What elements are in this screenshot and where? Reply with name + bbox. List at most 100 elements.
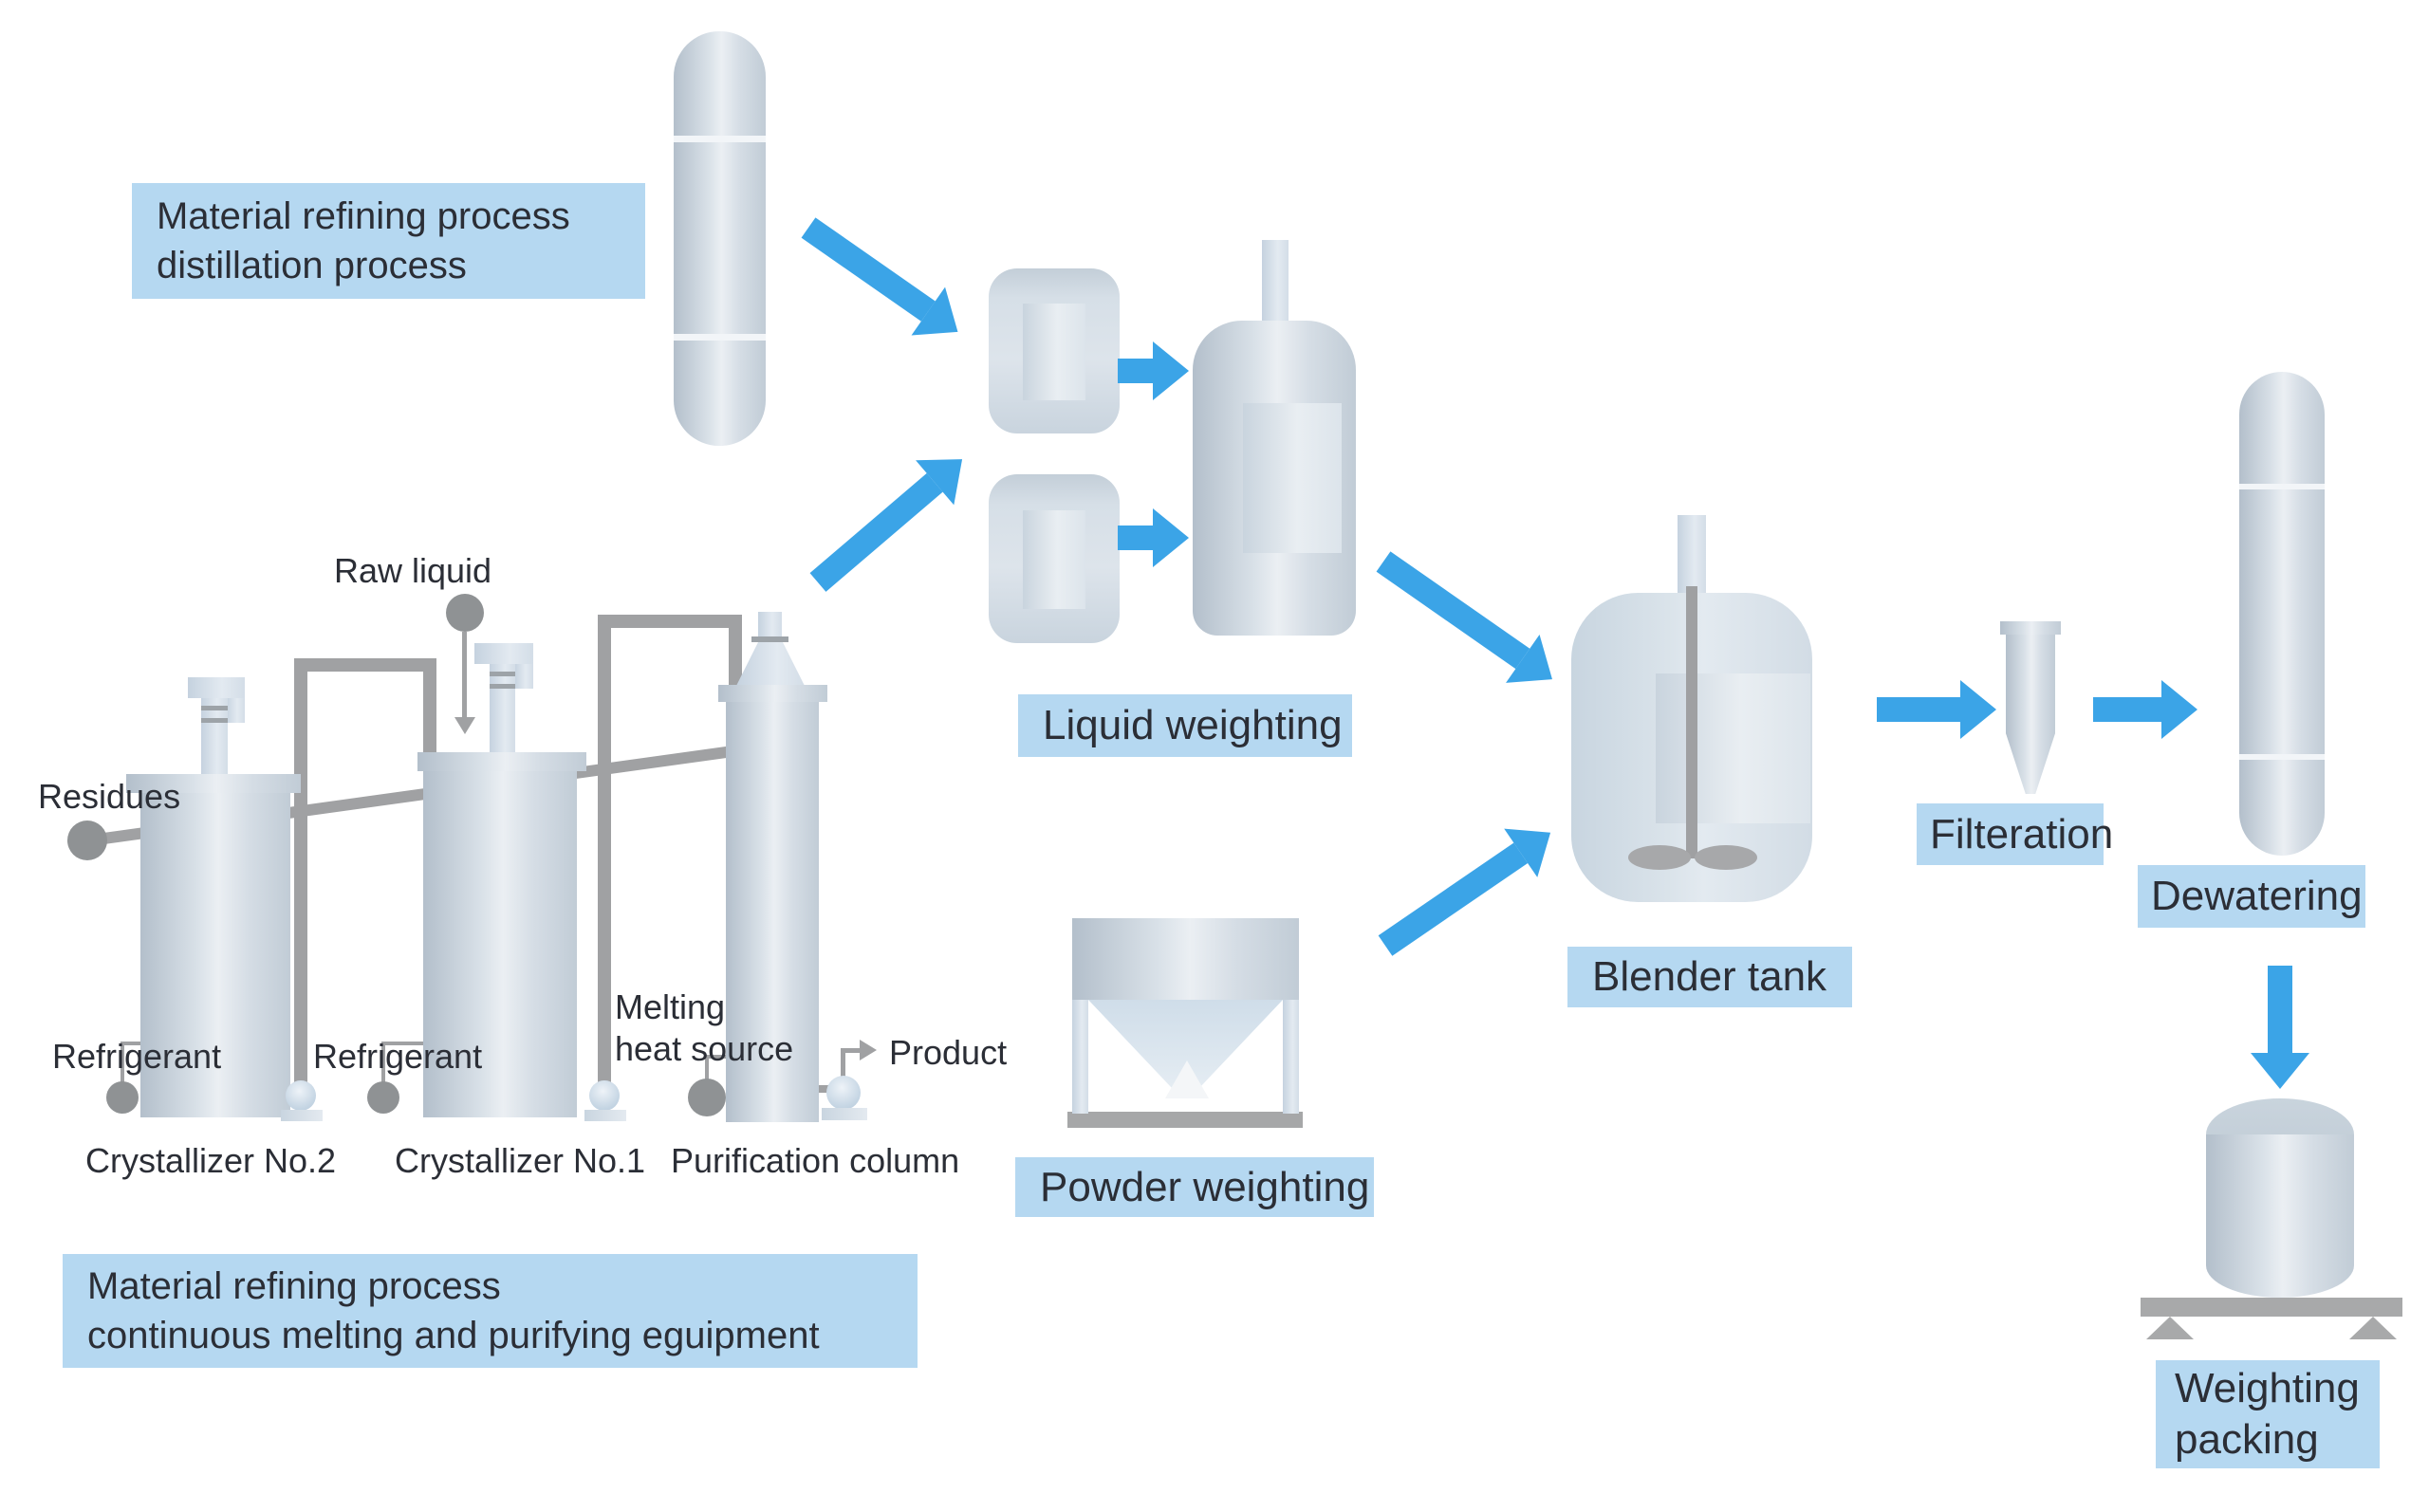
distillation-column-stripe [674, 334, 766, 341]
product-arrowhead-icon [860, 1040, 877, 1060]
liquid-weighting-cylinder-1-band [1023, 304, 1085, 400]
dewatering-column-stripe [2239, 484, 2325, 489]
blender-agitator-shaft [1686, 586, 1697, 858]
flow-arrow-powder-to-blender [1378, 842, 1529, 956]
distillation-title-line1: Material refining process [157, 195, 570, 237]
weighting-packing-box: Weighting packing [2156, 1360, 2380, 1468]
product-line-v [841, 1048, 845, 1079]
purification-column-body [726, 702, 819, 1122]
blender-tank-box: Blender tank [1567, 947, 1852, 1007]
flow-arrow-blender-to-filtration [1877, 697, 1960, 722]
flow-arrow-cylinder2-to-tank [1118, 526, 1153, 550]
pump-ball-product [826, 1076, 861, 1110]
refrigerant-no1-line-h [381, 1042, 425, 1045]
pipe1-left-leg [294, 658, 307, 1095]
melting-title-line2: continuous melting and purifying eguipme… [87, 1315, 820, 1356]
flow-arrow-liquid-to-blender [1376, 551, 1530, 670]
refrigerant-no2-line-h [121, 1042, 143, 1045]
crystallizer1-agitator-block [474, 643, 533, 664]
dewatering-box: Dewatering [2138, 865, 2365, 928]
purification-column-taper [736, 642, 805, 686]
crystallizer1-agitator-tab [514, 664, 533, 689]
filtration-rim [2000, 621, 2061, 635]
crystallizer2-lid [126, 774, 301, 793]
hopper-left-leg [1072, 1000, 1088, 1114]
liquid-weighting-box: Liquid weighting [1018, 694, 1352, 757]
crystallizer2-agitator-stripe [201, 706, 228, 710]
residues-outlet-circle [67, 821, 107, 860]
scale-platform [2141, 1298, 2402, 1317]
residues-label: Residues [38, 777, 181, 816]
distillation-title-line2: distillation process [157, 245, 467, 286]
refrigerant-no2-line-v [121, 1042, 124, 1083]
melting-heat-circle [688, 1079, 726, 1116]
melting-heat-line-v [705, 1055, 709, 1081]
crystallizer1-lid [417, 752, 586, 771]
melting-equipment-title-box: Material refining process continuous mel… [63, 1254, 918, 1368]
product-line-h [841, 1048, 860, 1053]
crystallizer2-agitator-stripe [201, 718, 228, 723]
distillation-process-title-box: Material refining process distillation p… [132, 183, 645, 299]
crystallizer-no2-caption: Crystallizer No.2 [85, 1141, 337, 1180]
melting-title-line1: Material refining process [87, 1265, 501, 1307]
packing-drum-body [2206, 1134, 2354, 1298]
flow-arrow-cylinder1-to-tank [1118, 359, 1153, 383]
crystallizer2-agitator-block [188, 677, 245, 698]
pipe1-top-bar [294, 658, 436, 672]
purification-column-cap [758, 612, 782, 638]
refrigerant-no2-label: Refrigerant [52, 1037, 222, 1076]
hopper-right-leg [1283, 1000, 1299, 1114]
flow-arrow-dewatering-to-packing [2268, 966, 2292, 1053]
scale-fulcrum-left [2146, 1317, 2194, 1339]
refrigerant-no1-line-v [381, 1042, 385, 1083]
dewatering-column [2239, 372, 2325, 856]
raw-liquid-arrowhead-icon [454, 717, 475, 734]
crystallizer1-agitator-stripe [490, 684, 515, 689]
hopper-body [1072, 918, 1299, 1000]
pump-ball-crystallizer1 [589, 1080, 620, 1111]
product-label: Product [889, 1033, 1008, 1072]
pump-pedestal-crystallizer1 [584, 1110, 626, 1121]
weighting-packing-line1: Weighting [2175, 1365, 2360, 1411]
weighting-tank-liquid [1243, 403, 1342, 553]
blender-tank-liquid [1656, 673, 1810, 823]
blender-paddle-right [1695, 845, 1757, 870]
refrigerant-no1-label: Refrigerant [313, 1037, 483, 1076]
powder-weighting-label: Powder weighting [1040, 1163, 1370, 1210]
pipe1-right-leg [423, 658, 436, 759]
distillation-column [674, 31, 766, 446]
crystallizer1-agitator-stripe [490, 672, 515, 676]
distillation-column-stripe [674, 136, 766, 142]
crystallizer1-body [423, 771, 577, 1117]
liquid-weighting-label: Liquid weighting [1043, 702, 1343, 748]
liquid-weighting-cylinder-2-band [1023, 510, 1085, 609]
melting-heat-line-h [705, 1055, 730, 1059]
filtration-tube [2006, 635, 2055, 794]
pump-ball-crystallizer2 [286, 1080, 316, 1111]
dewatering-column-stripe [2239, 754, 2325, 760]
weighting-packing-line2: packing [2175, 1416, 2319, 1463]
blender-shaft-sleeve [1678, 515, 1706, 596]
melting-heat-source-label: Melting heat source [615, 986, 793, 1070]
crystallizer1-agitator-pipe [490, 664, 515, 754]
refrigerant-no2-circle [106, 1081, 139, 1114]
purification-column-caption: Purification column [671, 1141, 960, 1180]
pump-pedestal-product [822, 1108, 867, 1120]
filteration-box: Filteration [1917, 803, 2113, 865]
crystallizer-no1-caption: Crystallizer No.1 [395, 1141, 646, 1180]
raw-liquid-label: Raw liquid [334, 551, 492, 590]
crystallizer2-body [140, 793, 290, 1117]
pipe2-right-leg [729, 615, 742, 694]
weighting-tank-neck [1262, 240, 1289, 325]
raw-liquid-inlet-circle [446, 594, 484, 632]
refrigerant-no1-circle [367, 1081, 399, 1114]
crystallizer2-agitator-tab [226, 698, 245, 723]
raw-liquid-feed-line [462, 632, 467, 719]
hopper-base-bar [1067, 1112, 1303, 1128]
blender-tank-label: Blender tank [1592, 953, 1827, 1000]
blender-paddle-left [1628, 845, 1691, 870]
pipe2-left-leg [598, 615, 611, 1095]
pump-pedestal-crystallizer2 [281, 1110, 323, 1121]
purification-column-flange [718, 685, 827, 702]
purification-column-cap-stripe [751, 636, 788, 642]
